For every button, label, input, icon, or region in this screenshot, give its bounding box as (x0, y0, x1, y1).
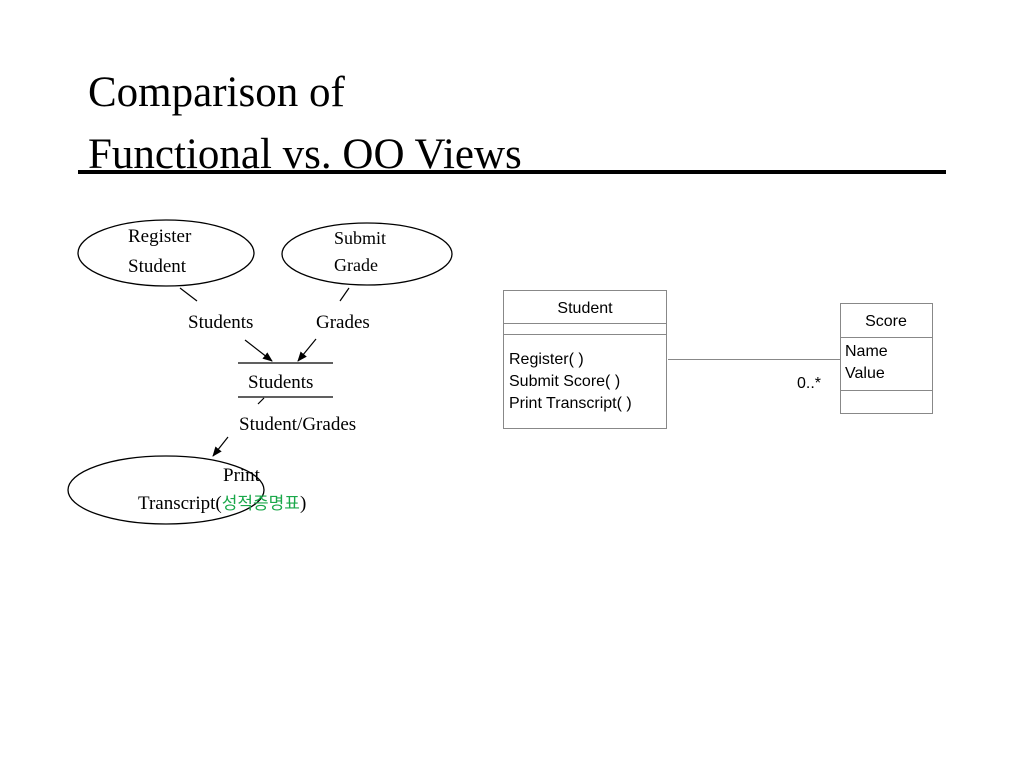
submit-grade-ellipse (281, 222, 453, 286)
submit-grade-label-2: Grade (334, 255, 378, 275)
data-store-students: Students (238, 362, 333, 398)
register-student-ellipse (77, 219, 255, 287)
student-method-submit-score: Submit Score( ) (509, 373, 620, 390)
student-class-box (503, 290, 667, 429)
print-transcript-prefix: Transcript( (138, 493, 222, 514)
flow-line-students-out (179, 287, 198, 302)
flow-arrow-student-grades (212, 436, 229, 457)
flow-label-student-grades: Student/Grades (239, 414, 356, 435)
print-transcript-suffix: ) (300, 493, 306, 514)
score-class-box (840, 303, 933, 414)
register-student-label-2: Student (128, 256, 187, 277)
submit-grade-label-1: Submit (334, 228, 386, 248)
score-attribute-value: Value (845, 365, 885, 382)
flow-label-students: Students (188, 312, 253, 333)
data-store-label: Students (248, 372, 313, 393)
register-student-label-1: Register (128, 226, 192, 247)
flow-line-grades-out (339, 287, 350, 302)
print-transcript-label-2: Transcript(성적증명표) (138, 493, 306, 514)
flow-arrow-students (244, 339, 273, 362)
association-multiplicity: 0..* (797, 375, 821, 392)
title-underline (78, 170, 946, 174)
student-method-print-transcript: Print Transcript( ) (509, 395, 632, 412)
print-transcript-ellipse (67, 455, 265, 525)
print-transcript-korean: 성적증명표 (222, 494, 300, 514)
process-register-student: Register Student (77, 219, 255, 287)
score-attribute-name: Name (845, 343, 888, 360)
oo-view: Student Register( ) Submit Score( ) Prin… (503, 290, 933, 429)
uml-class-student: Student Register( ) Submit Score( ) Prin… (503, 290, 667, 429)
uml-class-score: Score Name Value (840, 303, 933, 414)
student-class-name: Student (557, 300, 613, 317)
flow-line-store-out (257, 397, 265, 405)
score-class-name: Score (865, 313, 907, 330)
process-submit-grade: Submit Grade (281, 222, 453, 286)
functional-view: Register Student Submit Grade Students G… (67, 219, 453, 525)
flow-arrow-grades (297, 338, 317, 362)
print-transcript-label-1: Print (223, 465, 261, 486)
student-method-register: Register( ) (509, 351, 584, 368)
process-print-transcript: Print Transcript(성적증명표) (67, 455, 306, 525)
flow-label-grades: Grades (316, 312, 370, 333)
title-line-1: Comparison of (88, 69, 345, 116)
